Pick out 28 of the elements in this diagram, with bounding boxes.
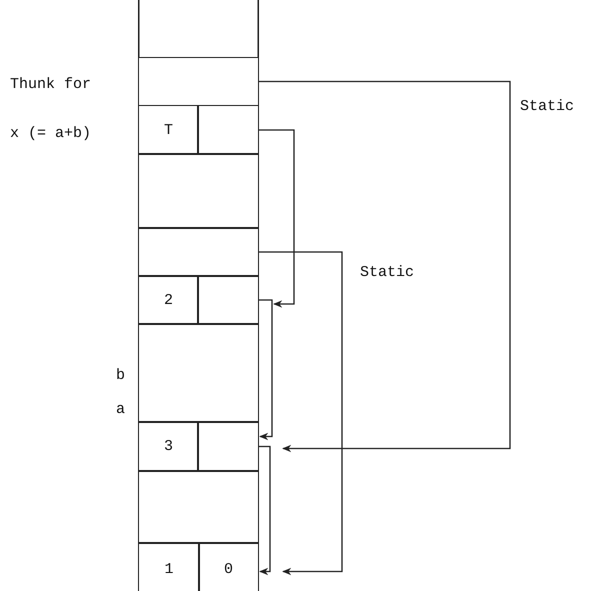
edge-label: Static — [360, 264, 414, 281]
variable-label: b — [116, 367, 126, 384]
pointer-arrow — [259, 129, 295, 308]
pointer-arrow — [259, 299, 273, 440]
pointer-arrow — [259, 80, 511, 452]
pointer-arrow — [259, 251, 343, 576]
cell-value: 0 — [224, 561, 233, 578]
cell-value: 3 — [164, 438, 173, 455]
memory-cell — [138, 227, 259, 277]
value-cell — [198, 542, 259, 591]
cell-value: 2 — [164, 292, 173, 308]
memory-cell — [138, 323, 259, 423]
value-cell — [138, 421, 199, 472]
thunk-label: Thunk for x (= a+b) — [10, 75, 92, 144]
memory-cell — [138, 153, 259, 229]
variable-label: a — [116, 401, 126, 418]
cell-value: T — [164, 122, 173, 138]
value-cell — [138, 105, 199, 155]
memory-cell — [197, 275, 259, 325]
value-cell — [138, 275, 199, 325]
edge-label: Static — [520, 98, 574, 115]
value-cell — [138, 542, 200, 591]
memory-cell — [138, 470, 259, 544]
memory-cell — [138, 57, 259, 106]
cell-value: 1 — [164, 561, 174, 578]
memory-cell — [197, 421, 259, 472]
memory-cell — [197, 105, 259, 155]
pointer-arrow — [259, 446, 271, 576]
